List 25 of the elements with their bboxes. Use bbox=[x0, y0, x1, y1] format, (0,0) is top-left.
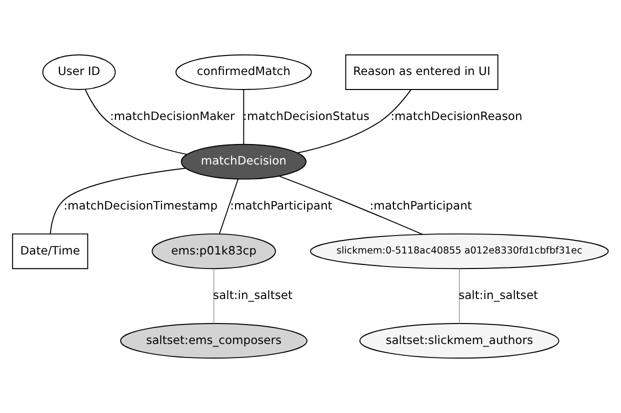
node-ellipse: saltset:slickmem_authors bbox=[359, 323, 560, 359]
edge-label: salt:in_saltset bbox=[458, 288, 538, 302]
edge-label: :matchDecisionReason bbox=[390, 108, 522, 123]
node-ellipse: slickmem:0-5118ac40855 a012e8330fd1cbfbf31ec bbox=[310, 233, 609, 270]
node-box: Date/Time bbox=[12, 233, 88, 270]
connector bbox=[84, 88, 188, 155]
node-ellipse: User ID bbox=[42, 54, 116, 90]
node-ellipse: saltset:ems_composers bbox=[120, 323, 308, 359]
connector bbox=[243, 89, 244, 145]
node-ellipse: matchDecision bbox=[180, 144, 307, 180]
edge-label: salt:in_saltset bbox=[213, 288, 293, 302]
node-ellipse: ems:p01k83cp bbox=[152, 233, 276, 270]
connector bbox=[218, 178, 239, 234]
node-box: Reason as entered in UI bbox=[345, 54, 498, 90]
edge-label: :matchParticipant bbox=[230, 198, 332, 212]
connector bbox=[458, 268, 460, 324]
connector bbox=[297, 89, 412, 154]
connector bbox=[213, 268, 214, 324]
connector bbox=[278, 176, 424, 235]
edge-label: :matchDecisionMaker bbox=[110, 108, 235, 123]
edge-label: :matchDecisionStatus bbox=[243, 108, 370, 123]
connector bbox=[50, 168, 186, 234]
node-ellipse: confirmedMatch bbox=[175, 54, 312, 90]
edge-label: :matchParticipant bbox=[370, 198, 472, 212]
edge-label: :matchDecisionTimestamp bbox=[64, 198, 218, 212]
